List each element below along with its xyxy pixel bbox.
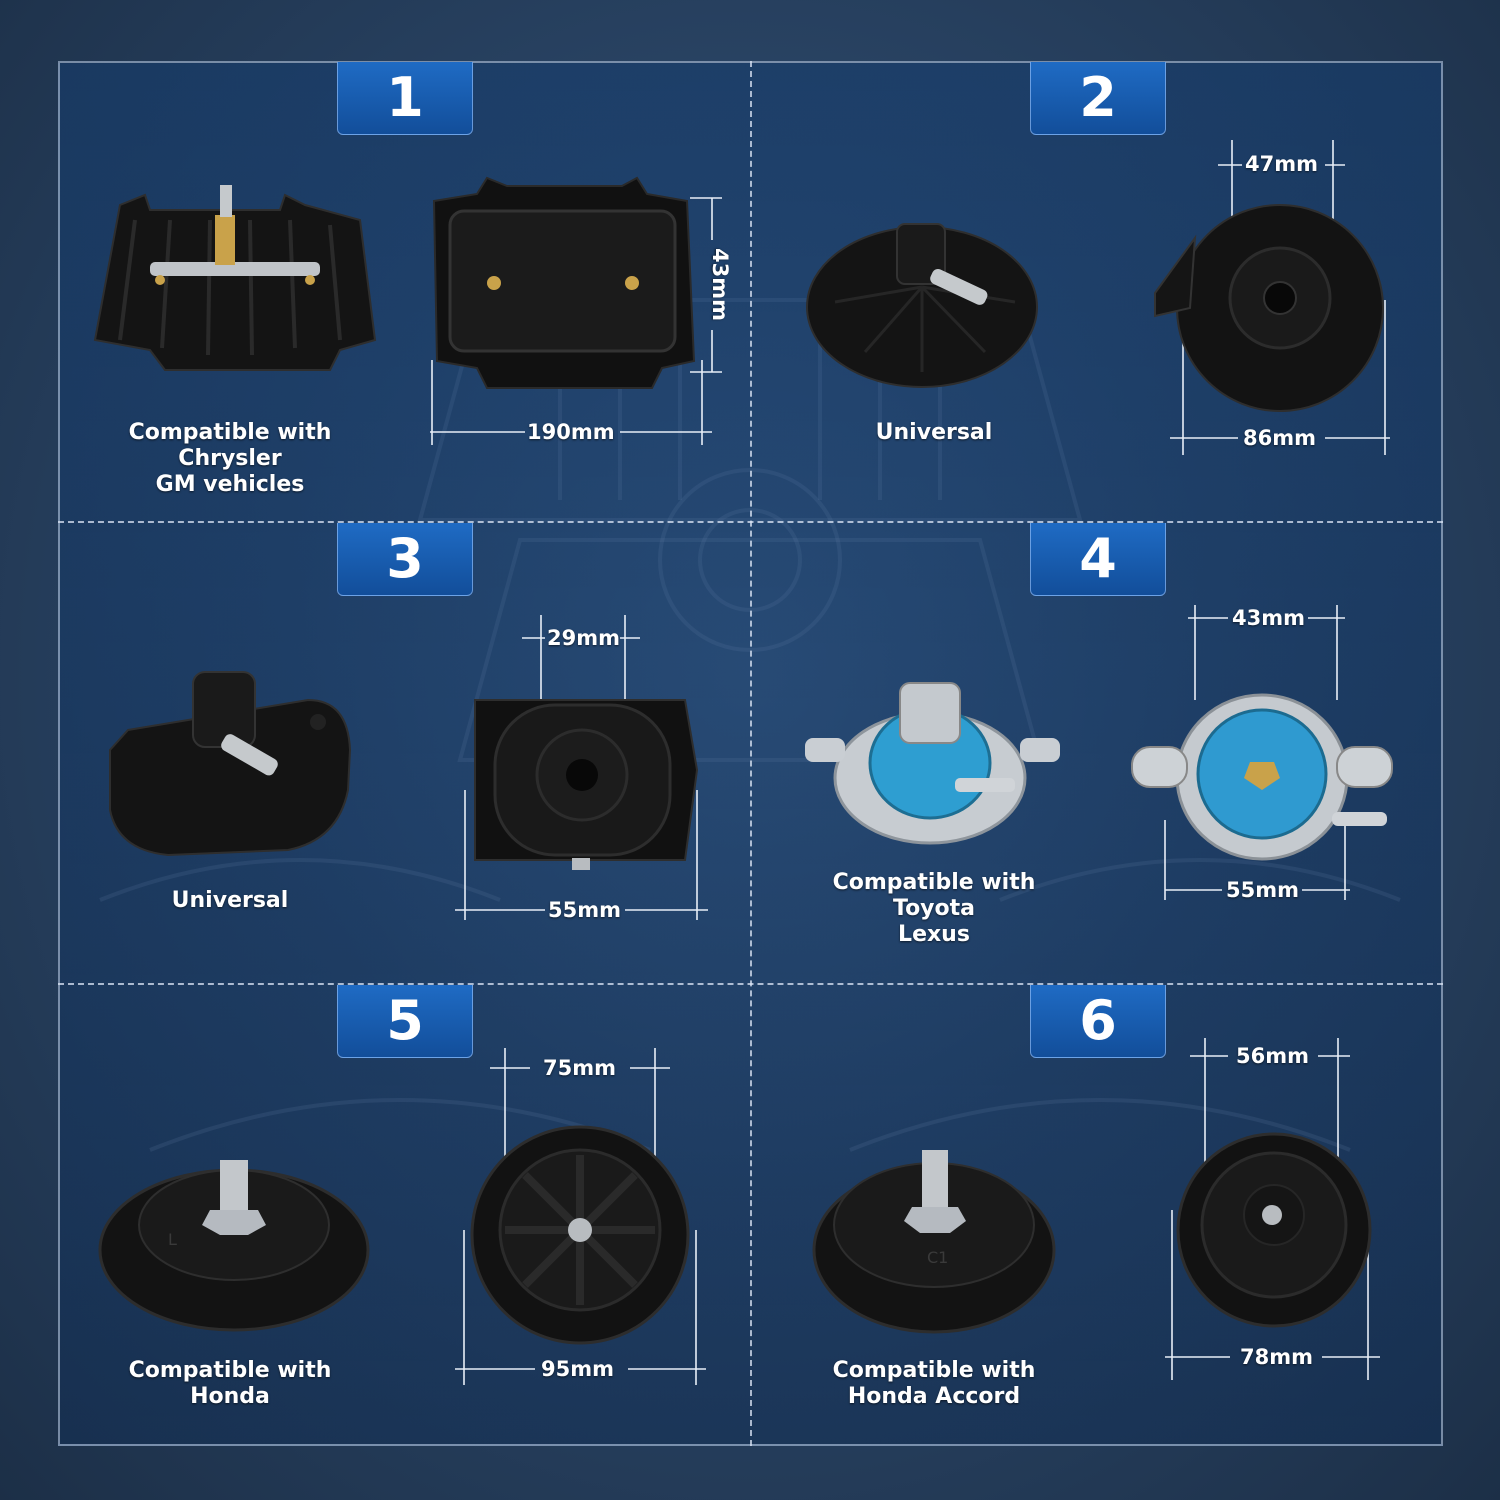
threaded-cap-accord-icon: C1 [812, 1150, 1056, 1334]
dimension-label-2-bottom: 86mm [1243, 426, 1316, 450]
dimension-label-4-top: 43mm [1232, 606, 1305, 630]
part-mark-5: L [168, 1230, 177, 1249]
oval-adapter-icon [109, 671, 352, 857]
dimension-label-2-top: 47mm [1245, 152, 1318, 176]
round-cap-adapter-icon [806, 223, 1038, 388]
dimension-label-5-bottom: 95mm [541, 1357, 614, 1381]
threaded-cap-accord-bottom-icon [1176, 1132, 1372, 1328]
row-divider-1 [58, 521, 1443, 523]
panel-number-badge-6: 6 [1030, 985, 1166, 1058]
dimension-label-3-top: 29mm [547, 626, 620, 650]
dimension-label-3-bottom: 55mm [548, 898, 621, 922]
oval-adapter-bottom-icon [474, 699, 699, 870]
dimension-label-5-top: 75mm [543, 1056, 616, 1080]
dimension-label-6-top: 56mm [1236, 1044, 1309, 1068]
blue-clamp-bottom-icon [1131, 693, 1393, 861]
row-divider-2 [58, 983, 1443, 985]
panel-number-badge-2: 2 [1030, 62, 1166, 135]
dimension-label-1-height: 43mm [708, 248, 732, 321]
round-cap-bottom-icon [1154, 204, 1384, 412]
blue-clamp-adapter-icon [805, 682, 1060, 845]
threaded-cap-adapter-icon: L [98, 1160, 370, 1332]
adapter-plate-icon [93, 185, 377, 371]
panel-number-badge-5: 5 [337, 985, 473, 1058]
adapter-plate-bottom-icon [432, 176, 696, 389]
dimension-label-4-bottom: 55mm [1226, 878, 1299, 902]
panel-number-badge-1: 1 [337, 62, 473, 135]
panel-number-badge-3: 3 [337, 523, 473, 596]
dimension-label-1-width: 190mm [527, 420, 615, 444]
panel-number-badge-4: 4 [1030, 523, 1166, 596]
dimension-label-6-bottom: 78mm [1240, 1345, 1313, 1369]
caption-panel-3: Universal [171, 888, 289, 913]
part-mark-6: C1 [927, 1248, 948, 1267]
threaded-cap-bottom-icon [470, 1125, 690, 1345]
column-divider [750, 61, 752, 1446]
caption-panel-2: Universal [875, 420, 993, 445]
